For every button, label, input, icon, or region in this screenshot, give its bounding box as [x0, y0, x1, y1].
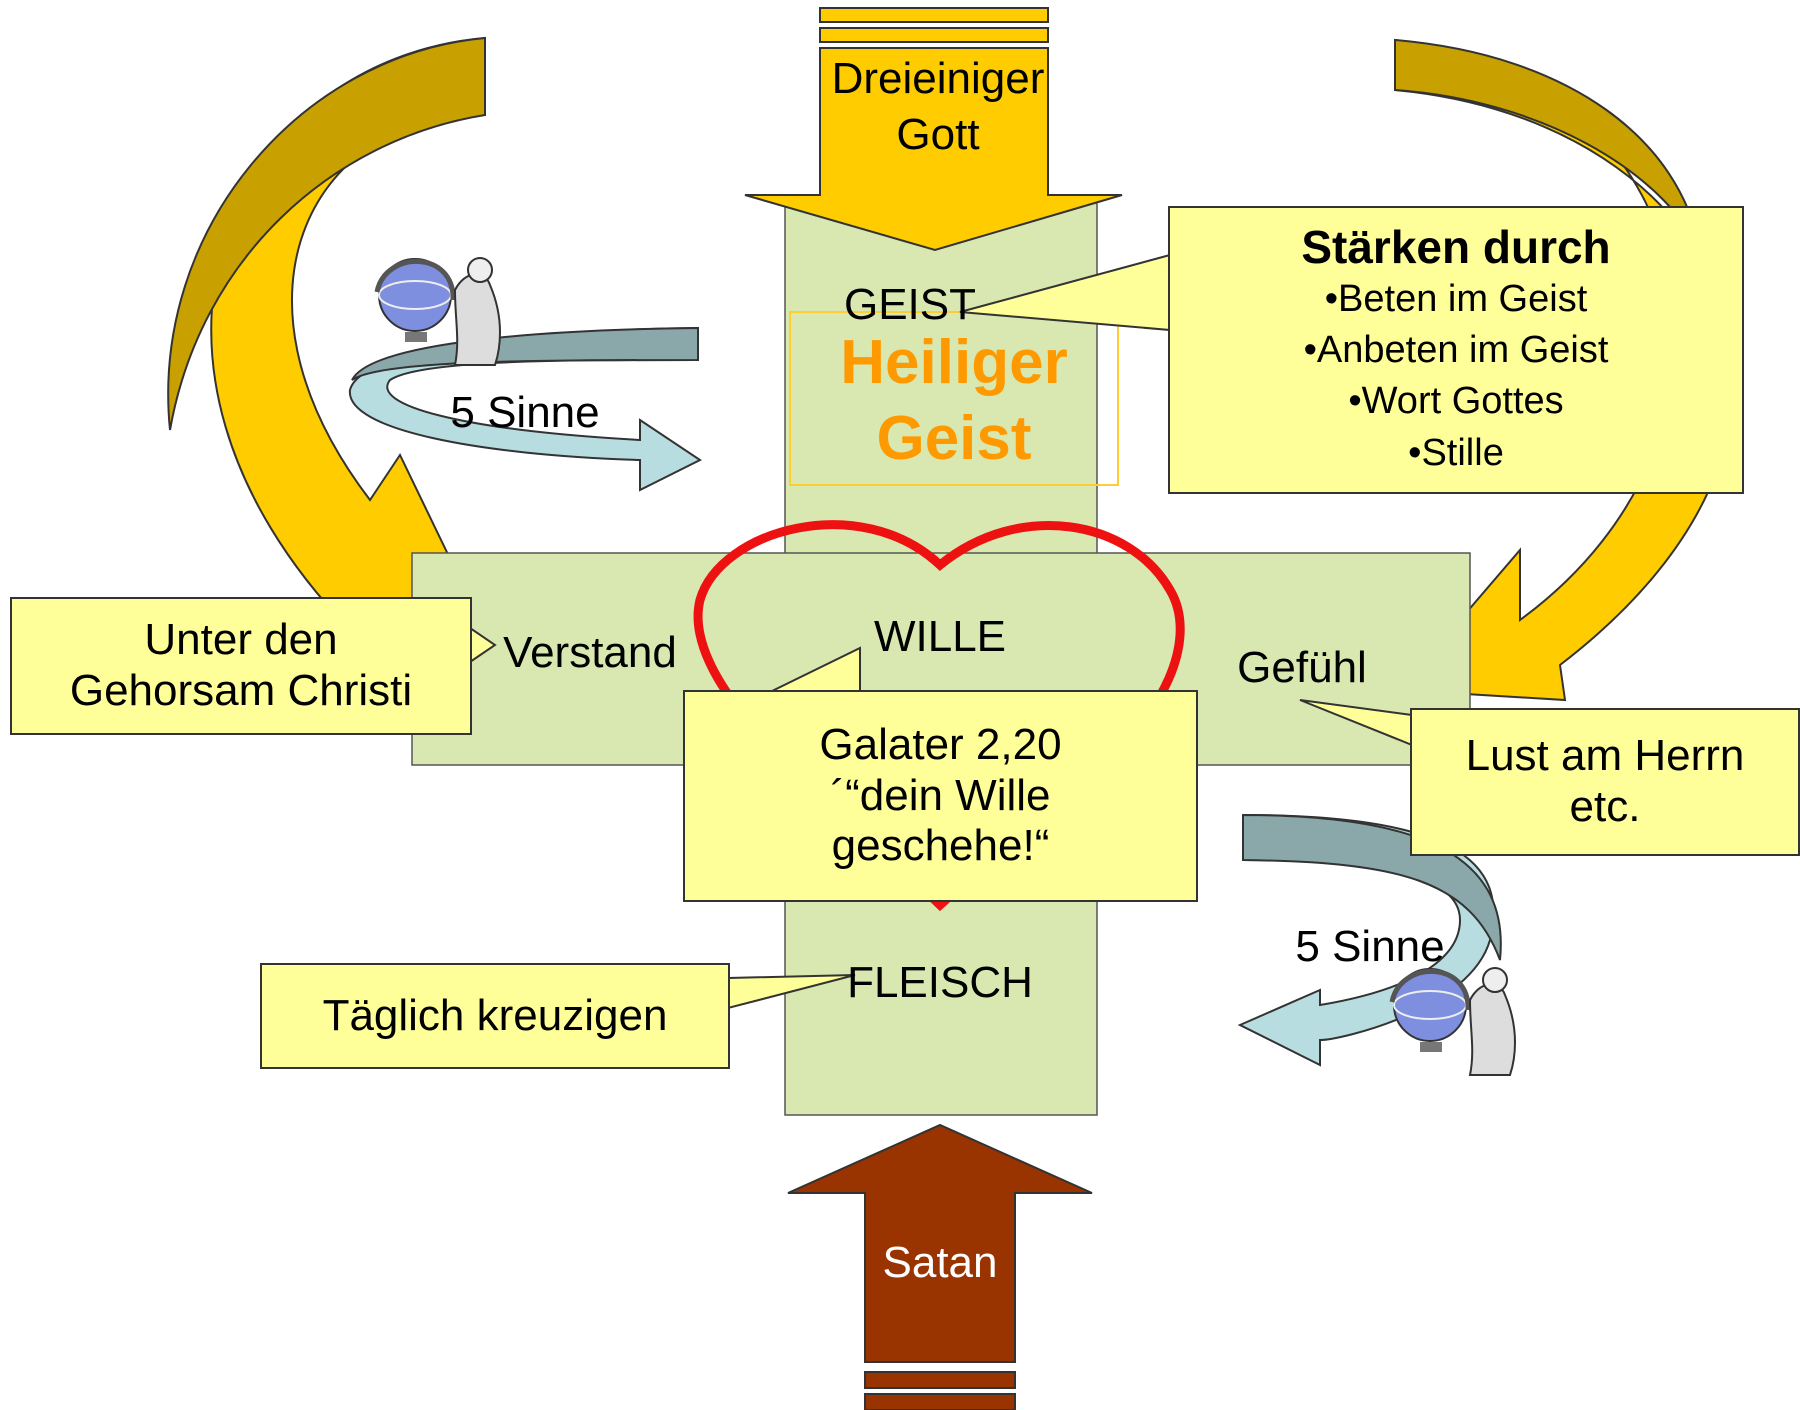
obedience-line1: Unter den: [144, 615, 338, 665]
holy-spirit-line1: Heiliger: [840, 328, 1068, 397]
delight-line1: Lust am Herrn: [1465, 731, 1745, 781]
strengthen-title: Stärken durch: [1301, 220, 1611, 273]
delight-line2: etc.: [1569, 782, 1641, 831]
obedience-callout: Unter den Gehorsam Christi: [10, 597, 472, 735]
top-arrow-label-line1: Dreieiniger: [831, 54, 1045, 103]
obedience-line2: Gehorsam Christi: [69, 666, 413, 715]
senses-label-right: 5 Sinne: [1295, 922, 1445, 971]
delight-callout: Lust am Herrn etc.: [1410, 708, 1800, 856]
strengthen-item: •Beten im Geist: [1324, 277, 1588, 320]
top-arrow: [744, 7, 1123, 252]
holy-spirit-frame: [789, 311, 1119, 486]
galatians-line1: Galater 2,20: [819, 720, 1062, 770]
flesh-label: FLEISCH: [847, 958, 1033, 1007]
spirit-label: GEIST: [843, 280, 977, 329]
satan-arrow: [787, 1123, 1093, 1410]
globe-figure-left: [374, 257, 501, 366]
top-arrow-label-line2: Gott: [896, 110, 980, 159]
crucify-callout: Täglich kreuzigen: [260, 963, 730, 1069]
senses-arrow-left: [348, 326, 702, 492]
galatians-line2: ´“dein Wille: [830, 770, 1051, 820]
strengthen-item: •Anbeten im Geist: [1303, 329, 1609, 372]
holy-spirit-line2: Geist: [876, 404, 1032, 473]
galatians-line3: geschehe!“: [831, 821, 1050, 871]
crucify-line1: Täglich kreuzigen: [322, 990, 668, 1040]
mind-label: Verstand: [503, 628, 677, 677]
senses-label-left: 5 Sinne: [450, 388, 600, 437]
will-label: WILLE: [873, 612, 1007, 661]
emotion-label: Gefühl: [1237, 643, 1367, 692]
galatians-callout: Galater 2,20 ´“dein Wille geschehe!“: [683, 690, 1198, 902]
strengthen-item: •Stille: [1408, 431, 1504, 474]
strengthen-callout: Stärken durch •Beten im Geist •Anbeten i…: [1168, 206, 1744, 494]
globe-figure-right: [1389, 967, 1516, 1076]
strengthen-item: •Wort Gottes: [1348, 380, 1564, 423]
satan-label: Satan: [882, 1238, 998, 1287]
